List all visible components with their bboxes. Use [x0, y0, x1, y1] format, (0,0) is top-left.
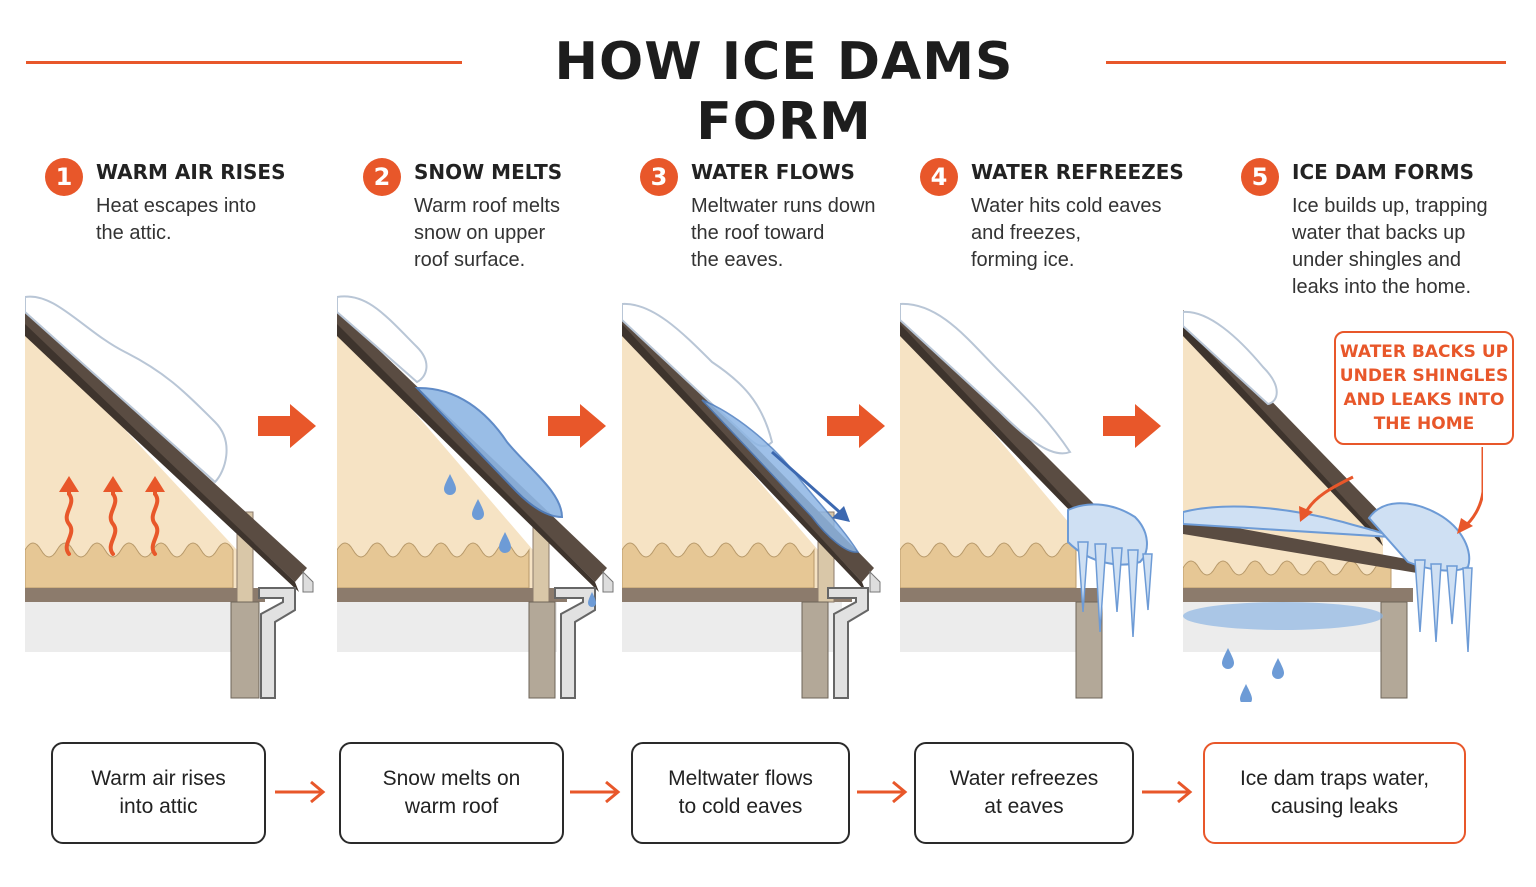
- leak-callout: WATER BACKS UP UNDER SHINGLES AND LEAKS …: [1334, 331, 1514, 445]
- title-rule-left: [26, 61, 462, 64]
- right-arrow-icon: [1142, 780, 1193, 804]
- title-rule-right: [1106, 61, 1506, 64]
- page-title: HOW ICE DAMS FORM: [554, 32, 1014, 152]
- scene-water-refreezes: [900, 292, 1170, 702]
- step-heading: SNOW MELTS: [414, 160, 563, 184]
- summary-text: Meltwater flows to cold eaves: [668, 767, 813, 818]
- summary-box-5: Ice dam traps water, causing leaks: [1203, 742, 1466, 844]
- step-2: 2 SNOW MELTS Warm roof melts snow on upp…: [363, 156, 623, 306]
- summary-box-4: Water refreezes at eaves: [914, 742, 1134, 844]
- step-number-badge: 4: [920, 158, 958, 196]
- step-1: 1 WARM AIR RISES Heat escapes into the a…: [45, 156, 305, 306]
- callout-text: WATER BACKS UP UNDER SHINGLES AND LEAKS …: [1339, 342, 1509, 434]
- scene-ice-dam: [1183, 292, 1483, 702]
- summary-text: Ice dam traps water, causing leaks: [1239, 767, 1430, 818]
- step-heading: WATER FLOWS: [691, 160, 855, 184]
- summary-box-1: Warm air rises into attic: [51, 742, 266, 844]
- right-arrow-icon: [548, 404, 606, 448]
- step-number-badge: 1: [45, 158, 83, 196]
- step-heading: WARM AIR RISES: [96, 160, 286, 184]
- summary-text: Warm air rises into attic: [91, 767, 226, 818]
- right-arrow-icon: [570, 780, 621, 804]
- step-heading: ICE DAM FORMS: [1292, 160, 1475, 184]
- summary-box-2: Snow melts on warm roof: [339, 742, 564, 844]
- summary-text: Water refreezes at eaves: [949, 767, 1099, 818]
- right-arrow-icon: [258, 404, 316, 448]
- water-drop-icon: [444, 474, 596, 607]
- right-arrow-icon: [275, 780, 326, 804]
- scene-snow-melts: [337, 292, 617, 702]
- step-description: Meltwater runs down the roof toward the …: [691, 195, 876, 271]
- scene-water-flows: [622, 292, 892, 702]
- step-3: 3 WATER FLOWS Meltwater runs down the ro…: [640, 156, 910, 306]
- summary-box-3: Meltwater flows to cold eaves: [631, 742, 850, 844]
- title-row: HOW ICE DAMS FORM: [0, 28, 1536, 152]
- step-number-badge: 5: [1241, 158, 1279, 196]
- step-number-badge: 3: [640, 158, 678, 196]
- scene-warm-air: [25, 292, 325, 702]
- step-4: 4 WATER REFREEZES Water hits cold eaves …: [920, 156, 1190, 306]
- summary-text: Snow melts on warm roof: [382, 767, 521, 818]
- step-description: Heat escapes into the attic.: [96, 195, 257, 244]
- step-heading: WATER REFREEZES: [971, 160, 1184, 184]
- step-description: Ice builds up, trapping water that backs…: [1292, 195, 1488, 298]
- step-description: Water hits cold eaves and freezes, formi…: [971, 195, 1162, 271]
- heat-wave-icon: [64, 480, 160, 556]
- right-arrow-icon: [857, 780, 908, 804]
- right-arrow-icon: [827, 404, 885, 448]
- step-number-badge: 2: [363, 158, 401, 196]
- right-arrow-icon: [1103, 404, 1161, 448]
- step-5: 5 ICE DAM FORMS Ice builds up, trapping …: [1241, 156, 1521, 306]
- step-description: Warm roof melts snow on upper roof surfa…: [414, 195, 560, 271]
